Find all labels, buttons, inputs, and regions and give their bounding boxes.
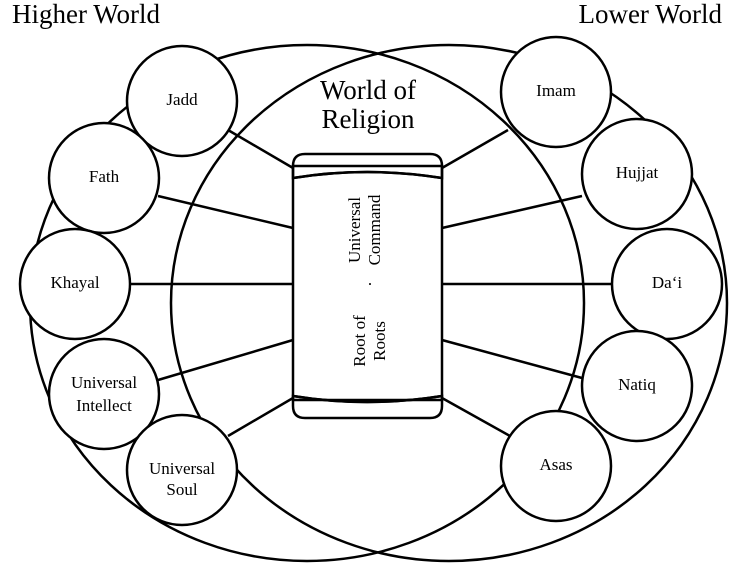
connector-universal-intellect bbox=[157, 338, 294, 382]
node-label: Da‘i bbox=[652, 273, 682, 292]
lower-world-connectors bbox=[441, 128, 612, 438]
node-label: Asas bbox=[539, 455, 572, 474]
node-label-line2: Intellect bbox=[76, 396, 132, 415]
node-label: Khayal bbox=[50, 273, 99, 292]
connector-universal-soul bbox=[227, 396, 294, 438]
higher-world-nodes: Jadd Fath Khayal Universal Intellect Uni… bbox=[18, 44, 239, 527]
world-of-religion-title-line1: World of bbox=[320, 75, 416, 105]
connector-asas bbox=[441, 396, 511, 438]
node-label: Jadd bbox=[166, 90, 198, 109]
pillar-separator: . bbox=[356, 282, 375, 286]
node-label-line2: Soul bbox=[166, 480, 197, 499]
connector-natiq bbox=[441, 338, 583, 380]
pillar-command-line: Command bbox=[365, 194, 384, 265]
central-pillar: Universal Command . Root of Roots bbox=[291, 152, 444, 420]
node-universal-soul: Universal Soul bbox=[125, 413, 239, 527]
world-of-religion-title-line2: Religion bbox=[322, 104, 415, 134]
node-imam: Imam bbox=[499, 35, 613, 149]
connector-hujjat bbox=[441, 194, 583, 230]
lower-world-heading: Lower World bbox=[578, 0, 722, 29]
node-khayal: Khayal bbox=[18, 227, 132, 341]
pillar-universal-line: Universal bbox=[345, 197, 364, 263]
higher-world-connectors bbox=[130, 128, 294, 438]
connector-imam bbox=[441, 128, 509, 170]
pillar-root-of-line: Root of bbox=[350, 315, 369, 367]
pillar-roots-line: Roots bbox=[370, 321, 389, 361]
node-hujjat: Hujjat bbox=[580, 117, 694, 231]
node-universal-intellect: Universal Intellect bbox=[47, 337, 161, 451]
node-label: Imam bbox=[536, 81, 576, 100]
node-label: Fath bbox=[89, 167, 120, 186]
node-label-line1: Universal bbox=[71, 373, 137, 392]
higher-world-heading: Higher World bbox=[12, 0, 161, 29]
node-label-line1: Universal bbox=[149, 459, 215, 478]
node-natiq: Natiq bbox=[580, 329, 694, 443]
lower-world-nodes: Imam Hujjat Da‘i Natiq Asas bbox=[499, 35, 724, 523]
node-jadd: Jadd bbox=[125, 44, 239, 158]
node-label: Hujjat bbox=[616, 163, 659, 182]
lower-world-circle bbox=[169, 43, 729, 563]
node-label: Natiq bbox=[618, 375, 656, 394]
node-fath: Fath bbox=[47, 121, 161, 235]
node-dai: Da‘i bbox=[610, 227, 724, 341]
connector-jadd bbox=[227, 128, 294, 170]
connector-fath bbox=[157, 194, 294, 230]
node-asas: Asas bbox=[499, 409, 613, 523]
